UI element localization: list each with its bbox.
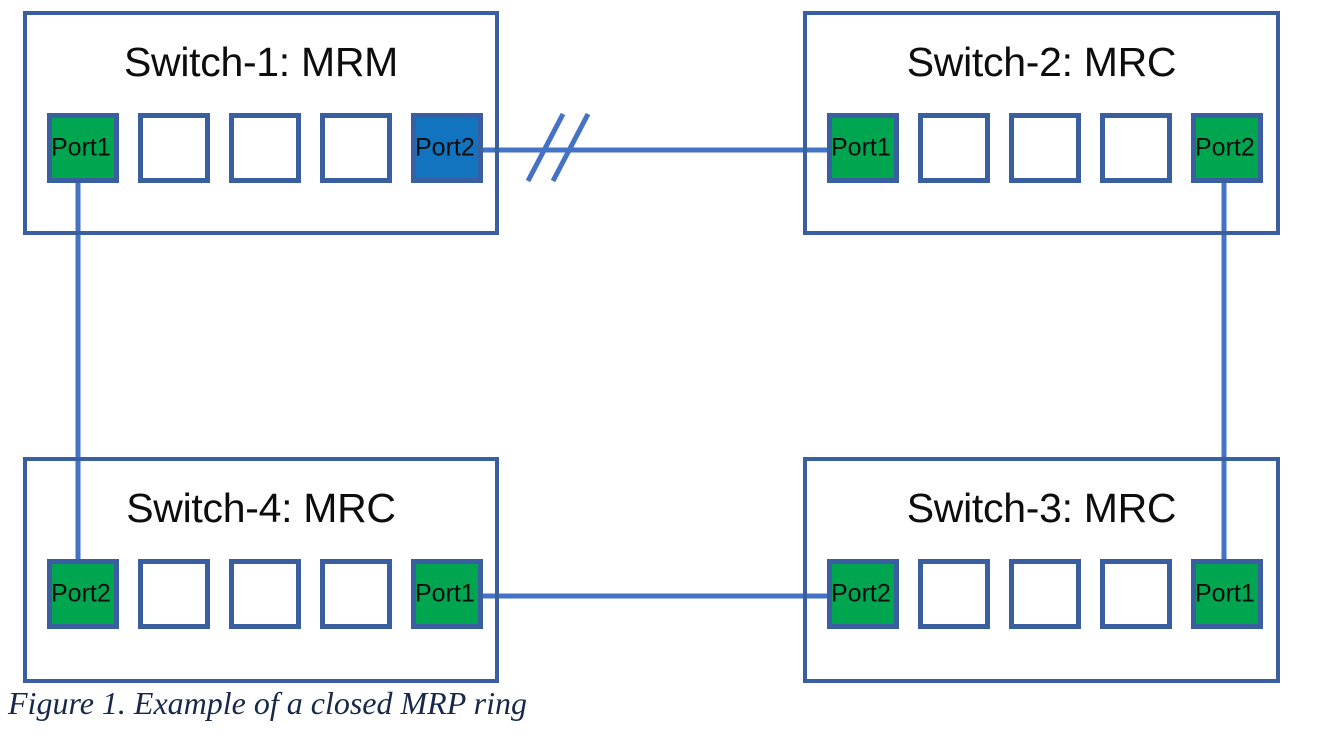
switch-3-title: Switch-3: MRC bbox=[906, 485, 1177, 531]
switch-1-title: Switch-1: MRM bbox=[123, 39, 398, 85]
switch-chassis-switch-2[interactable]: Switch-2: MRC Port1 Port2 bbox=[803, 11, 1280, 235]
switch-3-port-1-label: Port2 bbox=[831, 579, 891, 608]
switch-1-port-2[interactable] bbox=[138, 113, 210, 183]
switch-2-port-1[interactable]: Port1 bbox=[827, 113, 899, 183]
switch-2-port-2[interactable] bbox=[918, 113, 990, 183]
switch-2-port-3[interactable] bbox=[1009, 113, 1081, 183]
switch-3-port-5[interactable]: Port1 bbox=[1191, 559, 1263, 629]
switch-2-title: Switch-2: MRC bbox=[906, 39, 1177, 85]
switch-4-port-1[interactable]: Port2 bbox=[47, 559, 119, 629]
switch-1-port-5[interactable]: Port2 bbox=[411, 113, 483, 183]
switch-4-port-4[interactable] bbox=[320, 559, 392, 629]
switch-3-port-2[interactable] bbox=[918, 559, 990, 629]
switch-3-port-4[interactable] bbox=[1100, 559, 1172, 629]
switch-4-port-1-label: Port2 bbox=[51, 579, 111, 608]
switch-chassis-switch-1[interactable]: Switch-1: MRM Port1 Port2 bbox=[23, 11, 499, 235]
switch-3-port-5-label: Port1 bbox=[1195, 579, 1255, 608]
switch-2-port-1-label: Port1 bbox=[831, 133, 891, 162]
switch-1-port-4[interactable] bbox=[320, 113, 392, 183]
switch-4-port-2[interactable] bbox=[138, 559, 210, 629]
switch-4-port-5[interactable]: Port1 bbox=[411, 559, 483, 629]
switch-2-port-5-label: Port2 bbox=[1195, 133, 1255, 162]
switch-4-title: Switch-4: MRC bbox=[126, 485, 396, 531]
switch-2-port-5[interactable]: Port2 bbox=[1191, 113, 1263, 183]
switch-1-port-5-label: Port2 bbox=[415, 133, 475, 162]
switch-3-port-1[interactable]: Port2 bbox=[827, 559, 899, 629]
switch-3-port-3[interactable] bbox=[1009, 559, 1081, 629]
switch-2-port-4[interactable] bbox=[1100, 113, 1172, 183]
switch-1-port-row: Port1 Port2 bbox=[47, 113, 483, 183]
switch-2-port-row: Port1 Port2 bbox=[827, 113, 1263, 183]
switch-4-port-5-label: Port1 bbox=[415, 579, 475, 608]
link-break-marker-icon bbox=[525, 112, 591, 183]
figure-caption: Figure 1. Example of a closed MRP ring bbox=[8, 685, 528, 721]
switch-chassis-switch-4[interactable]: Switch-4: MRC Port2 Port1 bbox=[23, 457, 499, 683]
switch-chassis-switch-3[interactable]: Switch-3: MRC Port2 Port1 bbox=[803, 457, 1280, 683]
switch-1-port-1[interactable]: Port1 bbox=[47, 113, 119, 183]
switch-1-port-3[interactable] bbox=[229, 113, 301, 183]
switch-4-port-row: Port2 Port1 bbox=[47, 559, 483, 629]
switch-4-port-3[interactable] bbox=[229, 559, 301, 629]
switch-1-port-1-label: Port1 bbox=[51, 133, 111, 162]
switch-3-port-row: Port2 Port1 bbox=[827, 559, 1263, 629]
